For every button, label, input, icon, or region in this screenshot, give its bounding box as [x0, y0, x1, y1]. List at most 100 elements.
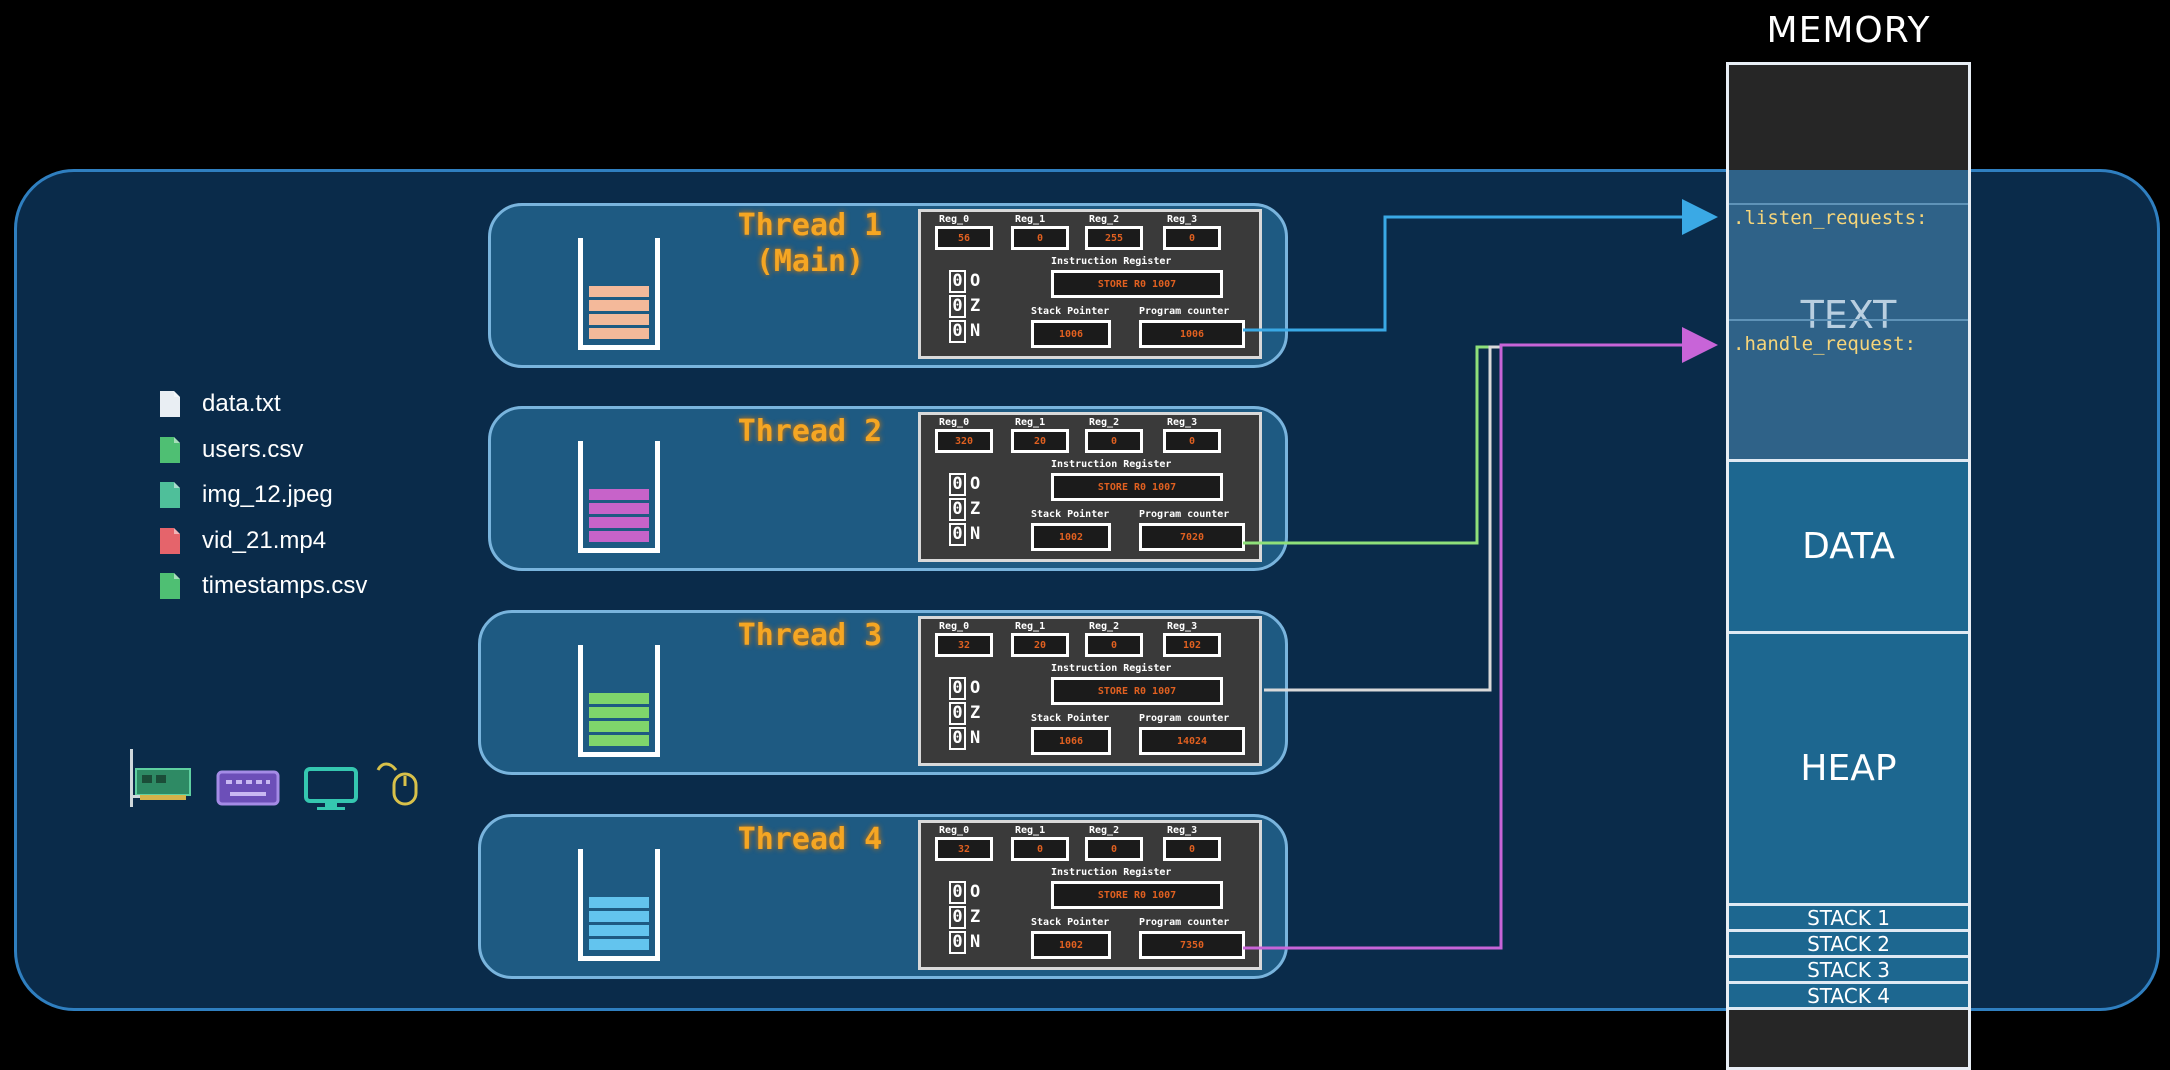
memory-stack-2: STACK 2 [1729, 932, 1968, 958]
flag-name: N [970, 524, 981, 544]
register-label: Reg_1 [1015, 621, 1046, 632]
memory-data-segment: DATA [1729, 462, 1968, 634]
stack-pointer-value: 1002 [1031, 523, 1111, 551]
program-counter-label: Program counter [1139, 509, 1230, 520]
program-counter-value: 7350 [1139, 931, 1245, 959]
stack-frame [589, 897, 649, 908]
flag-name: O [970, 474, 981, 494]
memory-heap-segment: HEAP [1729, 634, 1968, 906]
flag-value: 0 [949, 523, 966, 546]
program-counter-value: 14024 [1139, 727, 1245, 755]
flag-name: Z [970, 296, 981, 316]
program-counter-value: 7020 [1139, 523, 1245, 551]
file-name: timestamps.csv [202, 572, 368, 599]
code-label-handle-request: .handle_request: [1733, 333, 1917, 355]
stack-frame [589, 517, 649, 528]
register-label: Reg_1 [1015, 214, 1046, 225]
file-name: vid_21.mp4 [202, 527, 327, 554]
file-item[interactable]: img_12.jpeg [160, 481, 333, 509]
file-name: users.csv [202, 436, 304, 463]
instruction-register-label: Instruction Register [1051, 867, 1172, 878]
register-2-value: 0 [1085, 837, 1143, 861]
file-item[interactable]: timestamps.csv [160, 572, 367, 600]
flag-value: 0 [949, 881, 966, 904]
flag-name: N [970, 932, 981, 952]
flag-value: 0 [949, 677, 966, 700]
program-counter-value: 1006 [1139, 320, 1245, 348]
network-card-icon [128, 745, 194, 816]
register-label: Reg_1 [1015, 825, 1046, 836]
code-divider [1729, 203, 1968, 205]
flag-name: Z [970, 499, 981, 519]
stack-frame [589, 328, 649, 339]
flag-value: 0 [949, 295, 966, 318]
register-label: Reg_3 [1167, 621, 1198, 632]
flag-name: Z [970, 703, 981, 723]
code-label-listen-requests: .listen_requests: [1733, 207, 1928, 229]
stack-pointer-value: 1066 [1031, 727, 1111, 755]
monitor-icon [303, 766, 359, 817]
thread-1-stack-icon [578, 238, 660, 350]
flag-value: 0 [949, 498, 966, 521]
flag-name: Z [970, 907, 981, 927]
image-file-icon [160, 482, 180, 508]
thread-1-title: Thread 1 (Main) [737, 208, 883, 279]
program-counter-label: Program counter [1139, 306, 1230, 317]
stack-frame [589, 300, 649, 311]
stack-frame [589, 721, 649, 732]
register-0-value: 320 [935, 429, 993, 453]
keyboard-icon [216, 770, 280, 811]
file-name: img_12.jpeg [202, 481, 333, 508]
stack-pointer-label: Stack Pointer [1031, 306, 1110, 317]
stack-frame [589, 503, 649, 514]
data-segment-label: DATA [1802, 526, 1895, 567]
memory-stack-4: STACK 4 [1729, 984, 1968, 1010]
memory-stack-3: STACK 3 [1729, 958, 1968, 984]
thread-2-stack-icon [578, 441, 660, 553]
file-item[interactable]: data.txt [160, 390, 281, 418]
instruction-register-label: Instruction Register [1051, 663, 1172, 674]
stack-frame [589, 925, 649, 936]
stack-frame [589, 286, 649, 297]
instruction-register-value: STORE R0 1007 [1051, 270, 1223, 298]
mouse-icon [376, 760, 422, 813]
register-3-value: 0 [1163, 429, 1221, 453]
program-counter-label: Program counter [1139, 917, 1230, 928]
stack-frame [589, 735, 649, 746]
stack-frame [589, 911, 649, 922]
memory-stack-1: STACK 1 [1729, 906, 1968, 932]
flag-name: O [970, 882, 981, 902]
stack-3-label: STACK 3 [1807, 957, 1890, 982]
thread-3-pc-arrow [1264, 345, 1500, 692]
program-counter-label: Program counter [1139, 713, 1230, 724]
flag-name: N [970, 728, 981, 748]
stack-frame [589, 693, 649, 704]
file-item[interactable]: users.csv [160, 436, 303, 464]
stack-pointer-label: Stack Pointer [1031, 713, 1110, 724]
stack-frame [589, 531, 649, 542]
file-item[interactable]: vid_21.mp4 [160, 527, 326, 555]
register-2-value: 255 [1085, 226, 1143, 250]
thread-4-pc-arrow [1243, 327, 1718, 950]
register-3-value: 0 [1163, 226, 1221, 250]
instruction-register-value: STORE R0 1007 [1051, 677, 1223, 705]
memory-text-segment: TEXT [1729, 170, 1968, 462]
memory-title: MEMORY [1766, 10, 1931, 51]
stack-frame [589, 314, 649, 325]
stack-pointer-label: Stack Pointer [1031, 509, 1110, 520]
register-1-value: 20 [1011, 633, 1069, 657]
flag-name: O [970, 678, 981, 698]
